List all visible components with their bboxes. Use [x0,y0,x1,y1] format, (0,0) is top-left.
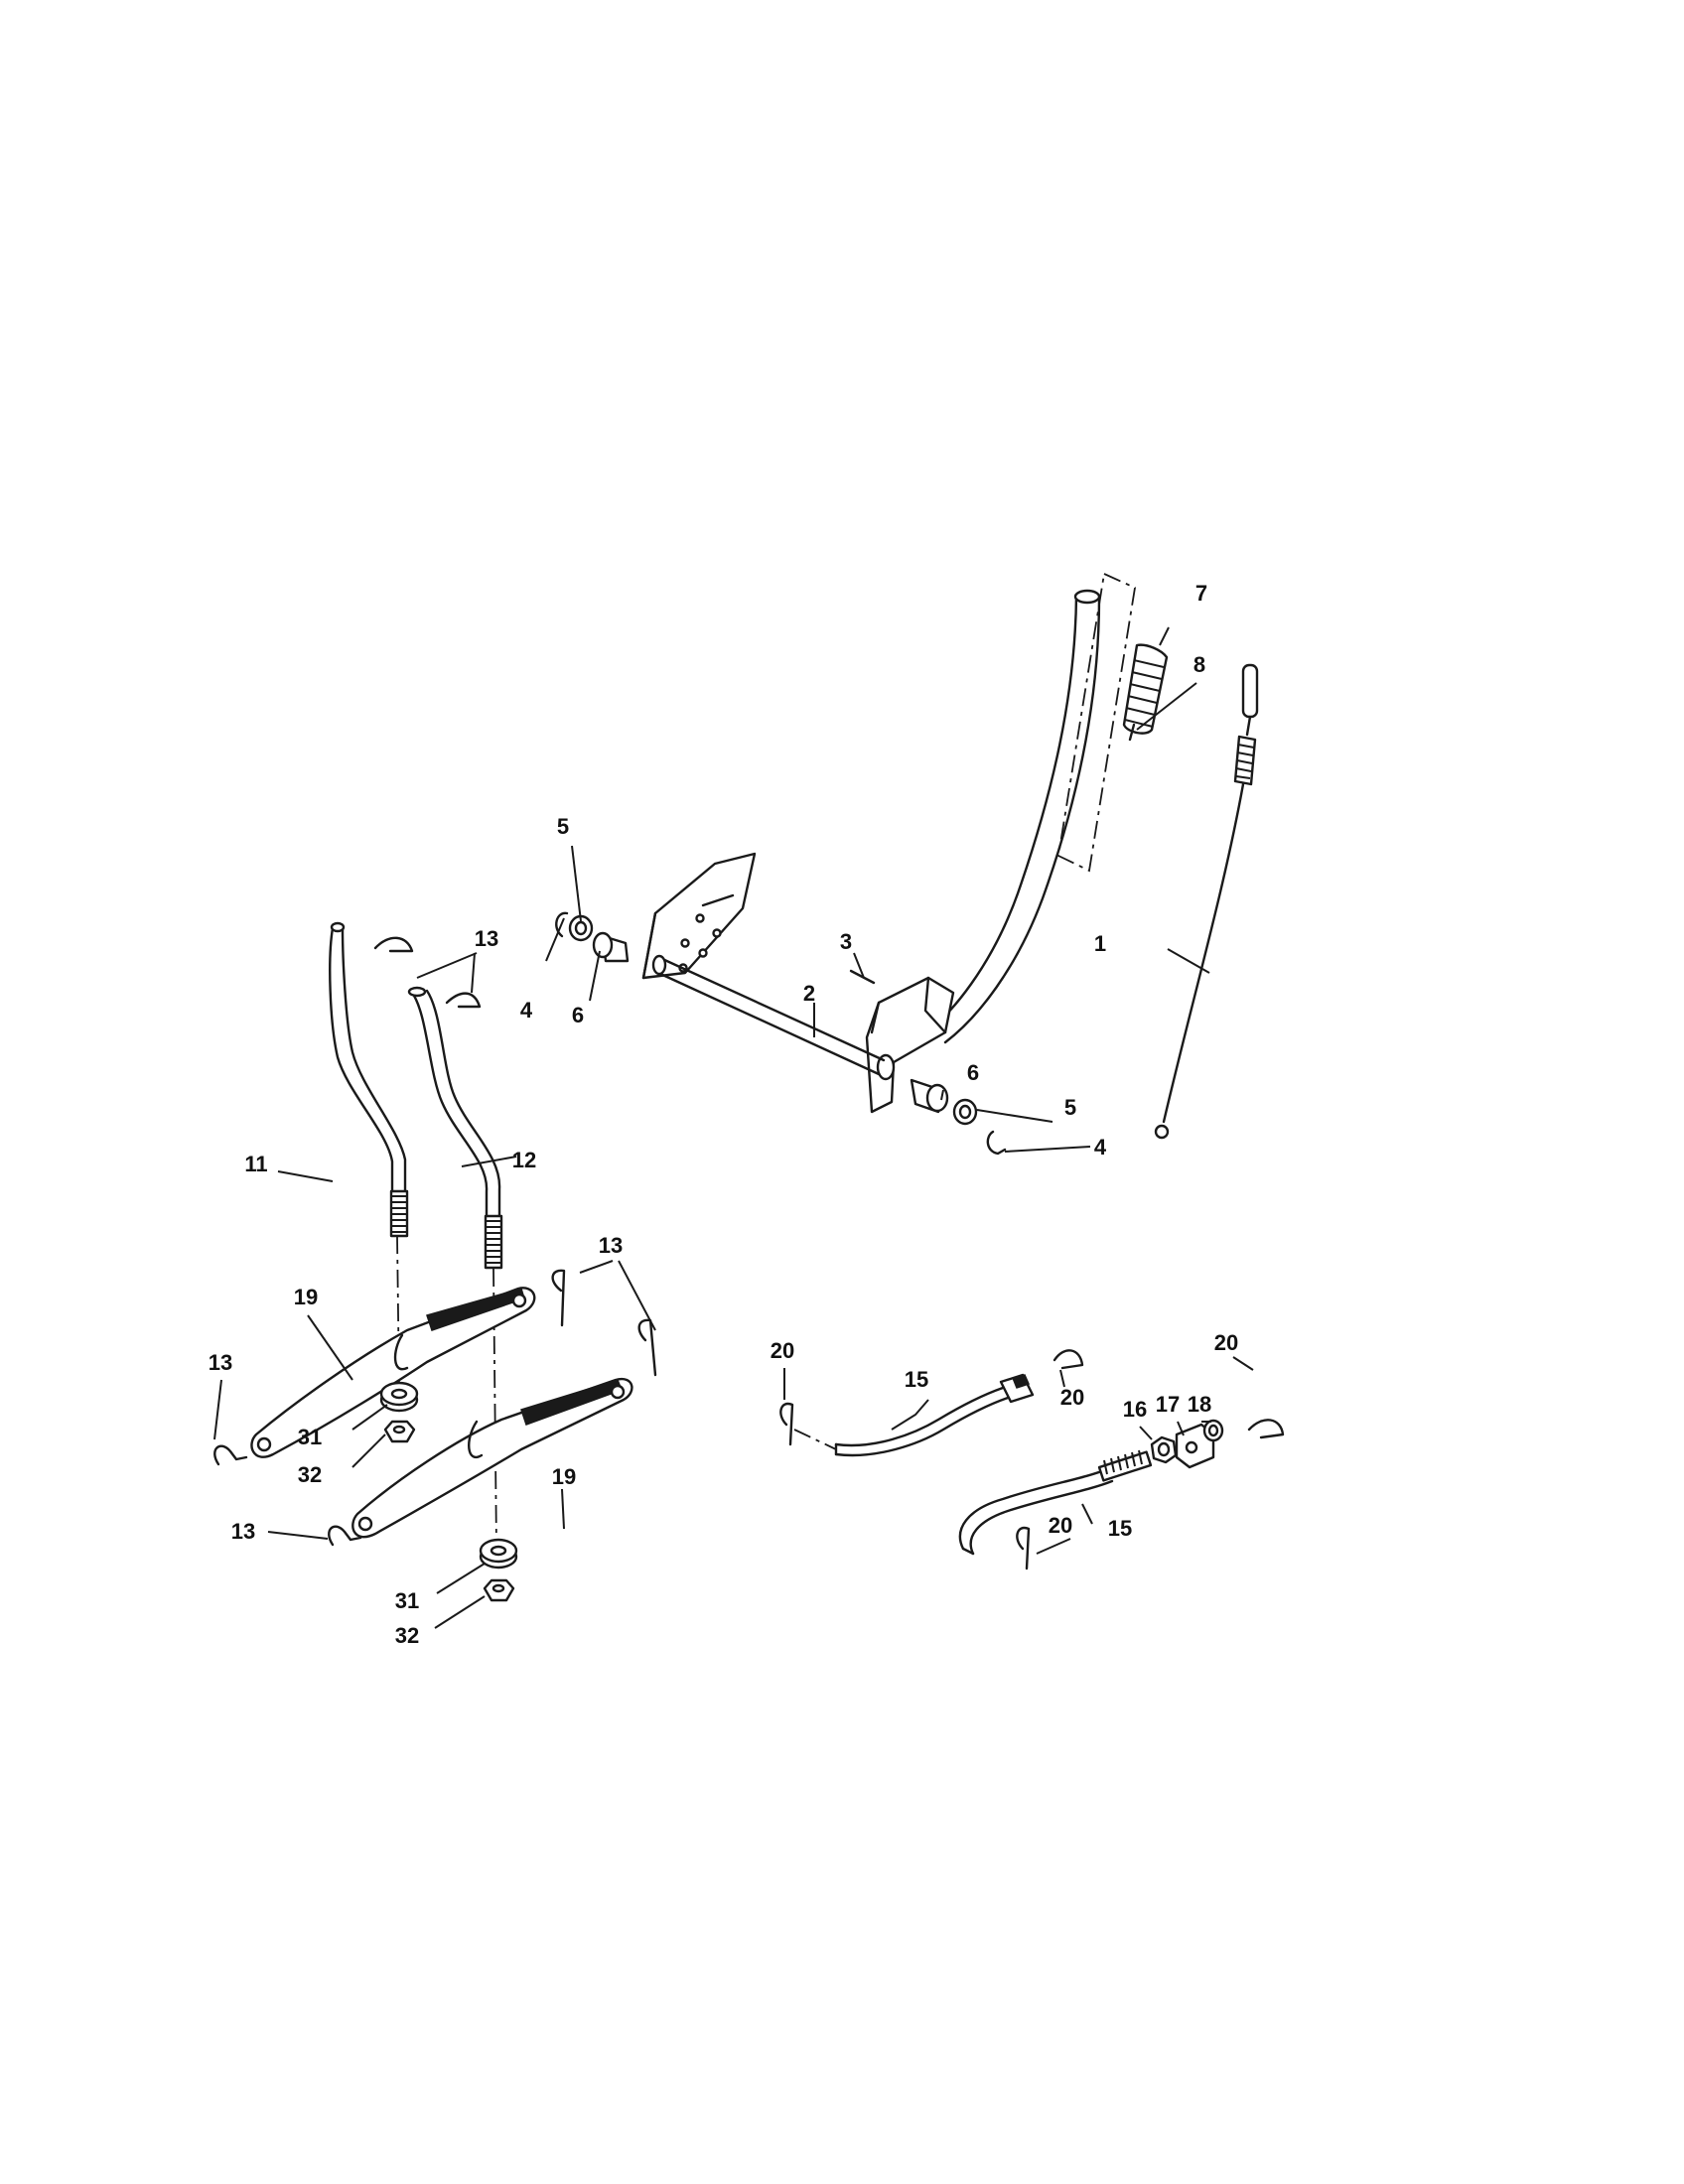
bushing-lower [479,1538,518,1570]
spring-pin [1128,723,1136,742]
callouts: 1 2 3 4 4 5 5 6 6 7 8 11 12 13 13 13 13 … [209,581,1238,1648]
callout-15-upper: 15 [905,1367,928,1392]
callout-20-right: 20 [1214,1330,1238,1355]
washer-left [568,914,594,942]
control-cable [1154,663,1259,1140]
callout-5-left: 5 [557,814,569,839]
cotter-pin-c [1016,1526,1031,1570]
lift-link-left [329,921,409,1238]
callout-1: 1 [1094,931,1106,956]
lift-handle [916,589,1101,1044]
nut-lower [483,1578,515,1602]
callout-5-right: 5 [1064,1095,1076,1120]
callout-6-left: 6 [572,1003,584,1027]
rod-alignment-line [793,1429,837,1450]
adjust-rod-upper [834,1373,1035,1457]
hairpin-clip-4 [328,1525,362,1547]
leader-lines [213,626,1254,1629]
callout-13-left: 13 [209,1350,232,1375]
callout-16: 16 [1123,1397,1147,1422]
cotter-pin-d [1247,1419,1285,1439]
callout-20-mid: 20 [1060,1385,1084,1410]
handle-extension-phantom [1057,572,1136,873]
adjust-rod-lower [958,1449,1153,1556]
lift-arm-upper [250,1287,536,1458]
callout-15-lower: 15 [1108,1516,1132,1541]
callout-17: 17 [1156,1392,1180,1417]
pivot-plate [641,852,757,980]
pin [849,969,876,985]
handle-grip [1122,643,1169,735]
callout-7: 7 [1195,581,1207,606]
cotter-pin-b [1052,1349,1084,1370]
callout-2: 2 [803,981,815,1006]
hairpin-clip-3 [213,1444,248,1466]
lift-link-right [407,986,503,1270]
callout-19-lower: 19 [552,1464,576,1489]
washer-right [952,1098,978,1126]
callout-19-upper: 19 [294,1285,318,1309]
hairpin-clip-5 [551,1269,566,1327]
hairpin-clip-2 [445,992,482,1009]
washer-18 [1202,1419,1224,1442]
callout-8: 8 [1193,652,1205,677]
lift-bracket [865,976,955,1114]
callout-32-lower: 32 [395,1623,419,1648]
lift-arm-lower [351,1377,633,1539]
flange-bushing-left [592,931,630,963]
callout-4-right: 4 [1094,1135,1107,1160]
nut-upper [383,1420,416,1443]
hex-nut-16 [1150,1435,1178,1464]
cross-shaft [651,954,886,1076]
callout-6-right: 6 [967,1060,979,1085]
e-clip-right [986,1130,1007,1156]
callout-12: 12 [512,1148,536,1172]
callout-20-lower: 20 [1049,1513,1072,1538]
callout-3: 3 [840,929,852,954]
hairpin-clip-6 [637,1318,657,1377]
callout-11: 11 [244,1152,267,1176]
callout-13-bottom: 13 [231,1519,255,1544]
hairpin-clip-1 [373,936,414,953]
cotter-pin-a [779,1402,794,1446]
callout-4-left: 4 [520,998,533,1023]
bushing-upper [379,1381,419,1413]
callout-31-lower: 31 [395,1588,419,1613]
callout-13-right: 13 [599,1233,623,1258]
callout-13-top: 13 [475,926,498,951]
e-clip-left [555,911,569,938]
callout-18: 18 [1188,1392,1211,1417]
callout-31-upper: 31 [298,1425,322,1449]
callout-32-upper: 32 [298,1462,322,1487]
callout-20-left: 20 [771,1338,794,1363]
